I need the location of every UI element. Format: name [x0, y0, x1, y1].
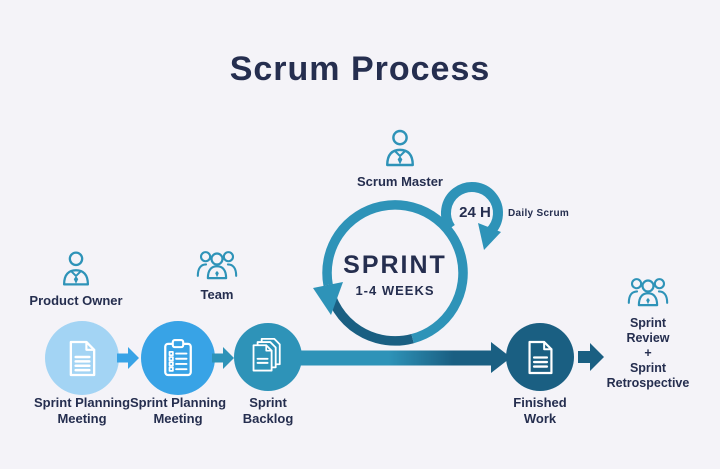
team-icon [627, 278, 669, 307]
step-label-finished-work: Finished Work [513, 395, 567, 426]
step-label-sprint-planning-1: Sprint Planning Meeting [33, 395, 131, 426]
arrow-right-icon [212, 347, 234, 369]
role-label: Product Owner [29, 293, 123, 308]
workflow-arrow-shaft [300, 350, 497, 366]
page-title: Scrum Process [229, 50, 491, 88]
step-label-sprint-backlog: Sprint Backlog [242, 395, 294, 426]
step-circle-sprint-planning-1 [45, 321, 119, 395]
document-icon [69, 340, 95, 376]
step-circle-sprint-planning-2 [141, 321, 215, 395]
stacked-documents-icon [252, 337, 281, 372]
sprint-label: SPRINT [343, 251, 447, 279]
document-icon [527, 340, 553, 374]
workflow-arrow-head [491, 342, 511, 373]
step-circle-sprint-backlog [234, 323, 302, 391]
daily-scrum-24h-badge: 24 H [459, 204, 491, 221]
outcome-sprint-review-retrospective: Sprint Review + Sprint Retrospective [587, 274, 709, 391]
sprint-circle-arrowhead [313, 282, 343, 315]
clipboard-icon [164, 339, 192, 377]
team-icon [196, 251, 238, 280]
step-circle-finished-work [506, 323, 574, 391]
role-scrum-master: Scrum Master [345, 128, 455, 190]
role-product-owner: Product Owner [26, 250, 126, 309]
daily-scrum-loop-arrowhead [478, 223, 501, 250]
user-tie-icon [386, 129, 414, 167]
outcome-label: Sprint Review + Sprint Retrospective [606, 316, 690, 390]
role-team: Team [167, 247, 267, 303]
daily-scrum-loop [441, 182, 503, 237]
daily-scrum-label: Daily Scrum [508, 208, 570, 219]
sprint-duration-label: 1-4 WEEKS [355, 283, 435, 298]
role-label: Team [200, 287, 234, 302]
step-label-sprint-planning-2: Sprint Planning Meeting [129, 395, 227, 426]
arrow-right-icon [578, 343, 604, 371]
user-tie-icon [62, 251, 90, 286]
sprint-circle-arc [322, 200, 468, 344]
role-label: Scrum Master [357, 174, 443, 189]
arrow-right-icon [117, 347, 139, 369]
